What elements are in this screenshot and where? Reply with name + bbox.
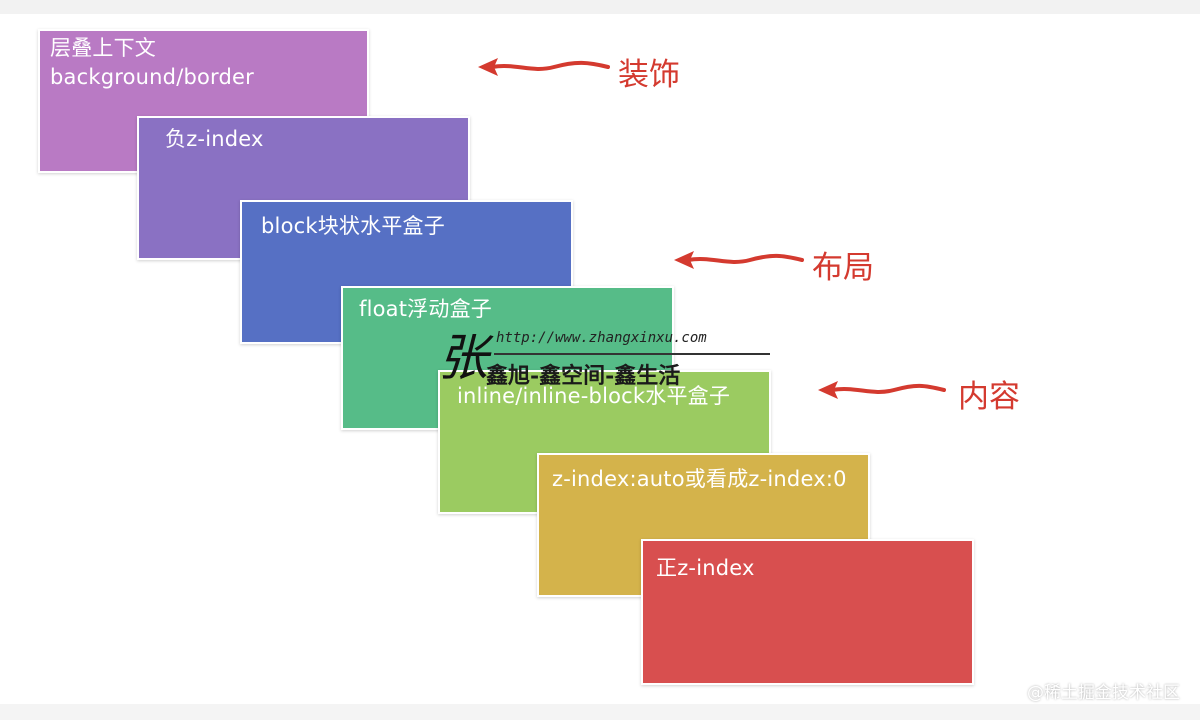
watermark: 张 http://www.zhangxinxu.com 鑫旭-鑫空间-鑫生活 <box>438 328 778 390</box>
layer-label: 层叠上下文 background/border <box>50 36 255 89</box>
layer-label: float浮动盒子 <box>359 297 492 321</box>
arrow-decoration-icon <box>478 58 610 76</box>
watermark-url: http://www.zhangxinxu.com <box>496 330 707 346</box>
layer-inline-box: inline/inline-block水平盒子 <box>438 370 771 514</box>
watermark-char: 张 <box>438 329 488 387</box>
arrow-content-icon <box>818 381 946 399</box>
layer-positive-z-index: 正z-index <box>641 539 974 685</box>
attribution-text: @稀土掘金技术社区 <box>1027 683 1180 703</box>
category-label-decoration: 装饰 <box>618 57 680 93</box>
layer-label: block块状水平盒子 <box>261 214 445 238</box>
layer-z-index-auto: z-index:auto或看成z-index:0 <box>537 453 870 597</box>
top-strip <box>0 0 1200 14</box>
category-label-content: 内容 <box>958 379 1020 415</box>
layer-label: z-index:auto或看成z-index:0 <box>552 467 847 491</box>
watermark-divider <box>494 353 770 355</box>
bottom-strip <box>0 704 1200 720</box>
layer-label: 负z-index <box>165 127 264 151</box>
layer-label: inline/inline-block水平盒子 <box>457 384 731 408</box>
category-label-layout: 布局 <box>812 250 874 286</box>
watermark-subtitle: 鑫旭-鑫空间-鑫生活 <box>486 363 681 389</box>
layer-label: 正z-index <box>656 556 755 580</box>
arrow-layout-icon <box>674 251 804 269</box>
